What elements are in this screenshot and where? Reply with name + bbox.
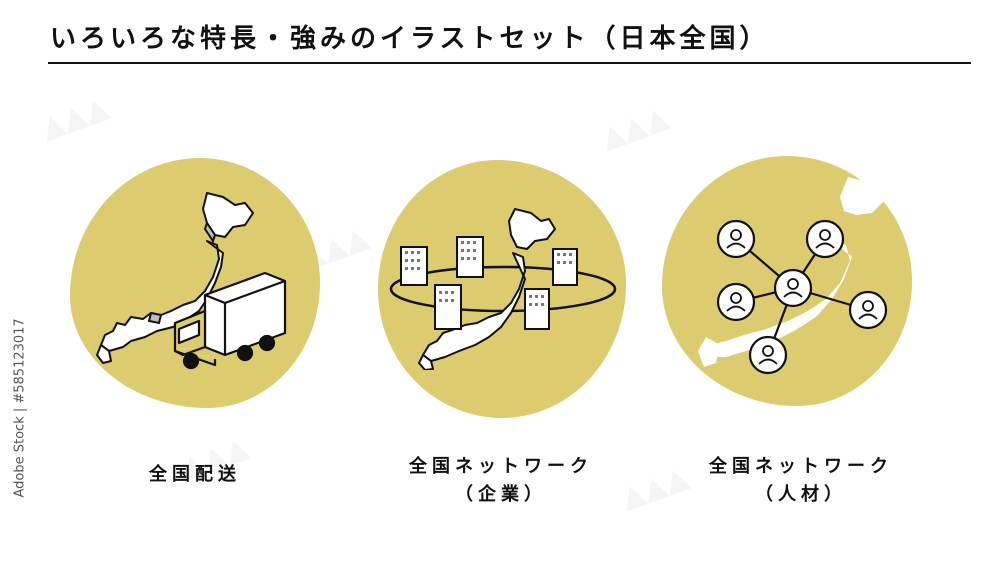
title-divider xyxy=(48,62,971,64)
watermark-logo: ▲▲▲ xyxy=(596,99,673,156)
japan-map-buildings-icon xyxy=(389,208,617,370)
japan-map-truck-icon xyxy=(96,192,287,370)
watermark-logo: ▲▲▲ xyxy=(616,459,693,516)
stock-id-label: Adobe Stock | #585123017 xyxy=(12,318,28,498)
watermark-logo: ▲▲▲ xyxy=(36,89,113,146)
japan-map-people-network-icon xyxy=(698,177,888,375)
caption-network-people-line1: 全国ネットワーク xyxy=(709,456,893,477)
caption-network-companies-line1: 全国ネットワーク xyxy=(409,456,593,477)
caption-nationwide-delivery: 全国配送 xyxy=(149,464,241,485)
background-blob xyxy=(378,160,626,418)
caption-network-people-line2: （人材） xyxy=(755,484,847,505)
caption-network-companies-line2: （企業） xyxy=(455,484,547,505)
page-title: いろいろな特長・強みのイラストセット（日本全国） xyxy=(50,24,770,54)
